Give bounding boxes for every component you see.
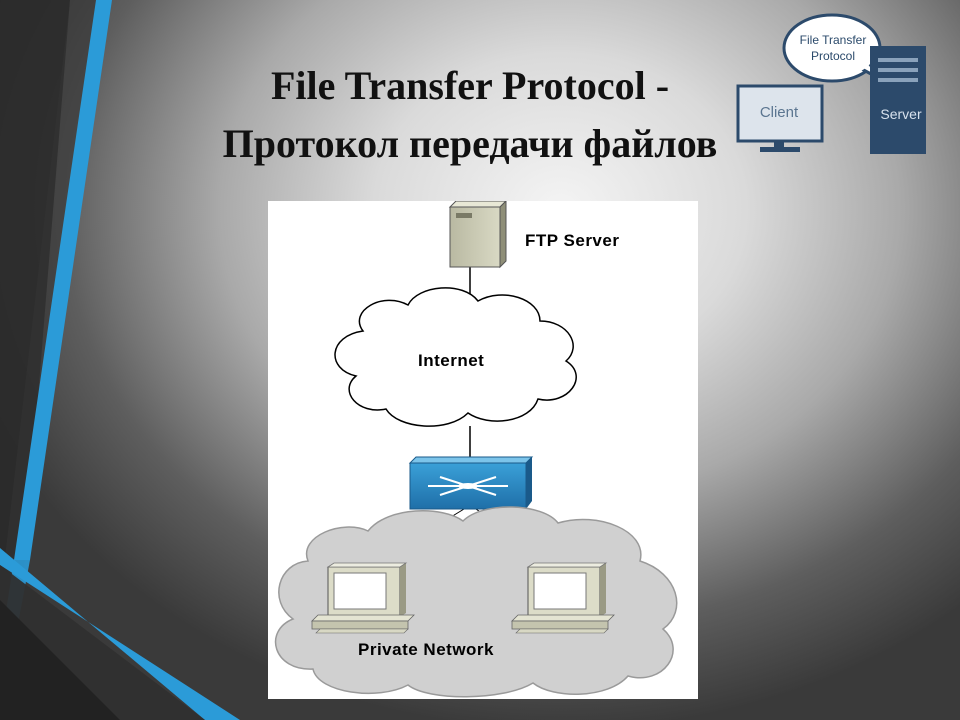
private-network-cloud-icon [274,506,678,698]
ftp-server-label: FTP Server [525,231,620,250]
pc-right-icon [511,562,615,634]
badge-client-label: Client [759,104,799,121]
slide-title-line-1: File Transfer Protocol - [270,63,670,108]
ftp-badge-graphic: File Transfer Protocol Client Server [732,6,932,162]
private-network-label: Private Network [358,640,494,659]
ftp-server-icon [448,201,507,269]
client-server-icon [736,13,926,154]
pc-left-icon [311,562,415,634]
network-diagram: FTP Server Internet Private Network [268,201,698,699]
badge-bubble-text-line-1: File Transfer [799,33,867,47]
badge-server-label: Server [880,106,922,122]
slide-title-line-2: Протокол передачи файлов [222,121,718,166]
badge-bubble-text-line-2: Protocol [810,49,856,63]
internet-label: Internet [418,351,485,370]
network-diagram-graphic [274,201,678,698]
blue-accent-stripe-top [14,0,112,560]
internet-cloud-icon [334,287,577,427]
router-icon [408,456,534,510]
